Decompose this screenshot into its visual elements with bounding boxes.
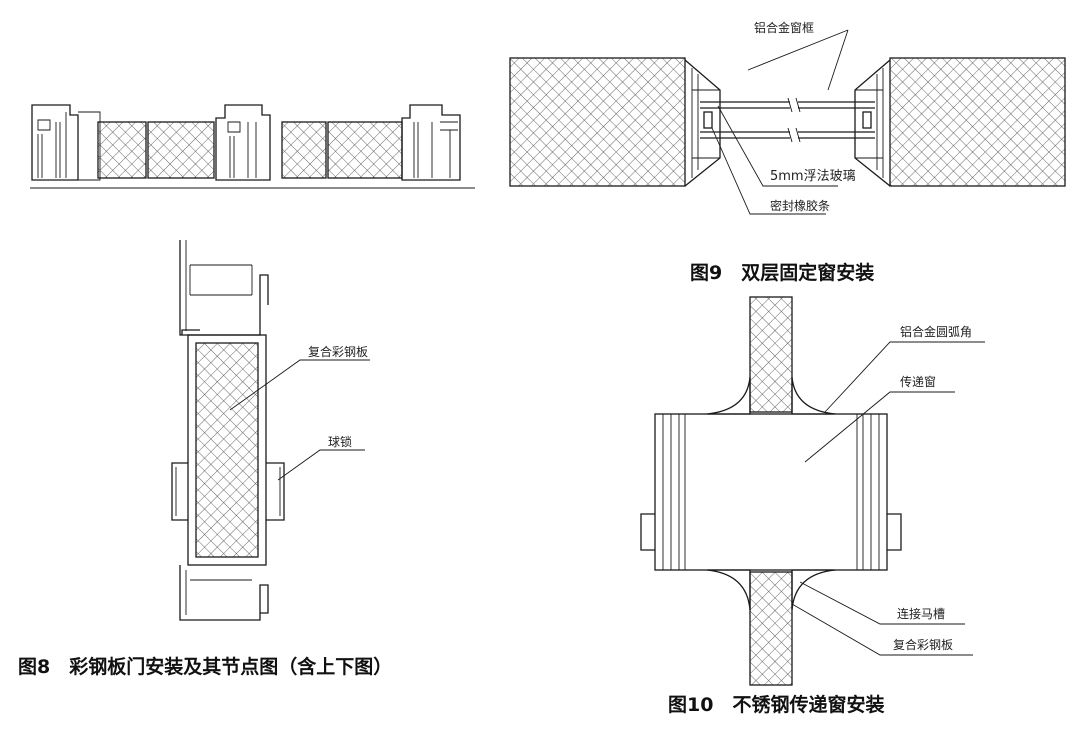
label-composite-panel-fig10: 复合彩钢板 bbox=[893, 637, 953, 652]
fig8-door-plan-drawing bbox=[30, 104, 475, 189]
fig10-passbox-drawing: 铝合金圆弧角 传递窗 连接马槽 复合彩钢板 bbox=[640, 296, 985, 686]
label-aluminum-corner: 铝合金圆弧角 bbox=[900, 324, 972, 339]
fig8-door-section-drawing: 复合彩钢板 球锁 bbox=[171, 240, 370, 621]
callout-composite-panel-leader-fig10 bbox=[791, 603, 973, 656]
callout-rubber-seal-leader bbox=[711, 127, 826, 215]
callout-pass-box-leader bbox=[804, 391, 955, 463]
callout-composite-panel-leader bbox=[229, 359, 370, 411]
callout-aluminum-corner-leader bbox=[824, 341, 985, 413]
label-composite-panel: 复合彩钢板 bbox=[308, 344, 368, 359]
fig8-caption: 图8 彩钢板门安装及其节点图（含上下图） bbox=[18, 656, 393, 678]
label-pass-box: 传递窗 bbox=[900, 374, 936, 389]
label-rubber-seal: 密封橡胶条 bbox=[770, 198, 830, 213]
label-connector-channel: 连接马槽 bbox=[897, 606, 945, 621]
callout-float-glass-leader bbox=[717, 105, 838, 187]
callout-aluminum-frame-leader bbox=[747, 29, 849, 91]
callout-connector-channel-leader bbox=[799, 581, 965, 625]
fig9-caption: 图9 双层固定窗安装 bbox=[690, 262, 875, 284]
label-aluminum-frame: 铝合金窗框 bbox=[754, 20, 814, 35]
label-ball-lock: 球锁 bbox=[328, 434, 352, 449]
label-float-glass: 5mm浮法玻璃 bbox=[770, 169, 856, 184]
fig9-window-drawing: 铝合金窗框 5mm浮法玻璃 密封橡胶条 bbox=[509, 20, 1066, 215]
callout-ball-lock-leader bbox=[277, 449, 365, 481]
fig10-caption: 图10 不锈钢传递窗安装 bbox=[668, 694, 885, 716]
